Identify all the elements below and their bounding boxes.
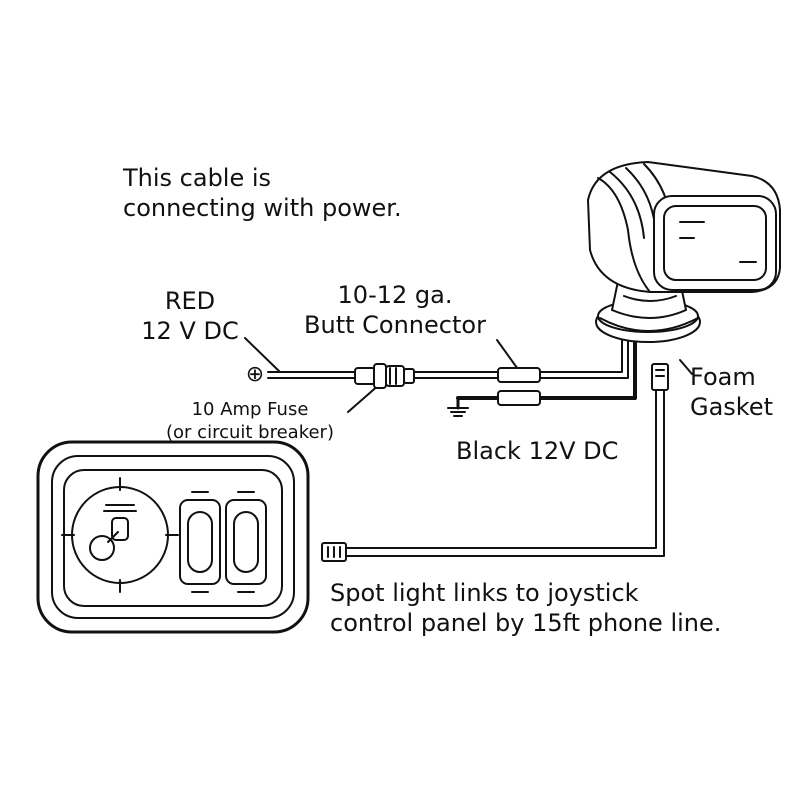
butt-connector-label-line-1: 10-12 ga. [337,281,453,309]
butt-connector-red [497,367,541,383]
fuse-label: 10 Amp Fuse (or circuit breaker) [140,398,360,445]
cable-note-line-2: connecting with power. [123,194,402,222]
rj-plug-spotlight [651,363,669,391]
positive-terminal-icon: ⊕ [245,362,265,387]
foam-gasket-label-line-1: Foam [690,363,756,391]
red-wire-label: RED 12 V DC [130,286,250,346]
phone-line-label-line-1: Spot light links to joystick [330,579,639,607]
foam-gasket-label: Foam Gasket [690,362,773,422]
phone-line-label-line-2: control panel by 15ft phone line. [330,609,722,637]
red-label-leader [244,337,281,373]
cable-note-label: This cable is connecting with power. [123,163,402,223]
spotlight-icon [587,161,781,343]
butt-connector-label: 10-12 ga. Butt Connector [290,280,500,340]
gasket-leader [679,359,693,375]
ground-symbol [447,396,469,417]
red-wire-label-line-2: 12 V DC [141,317,239,345]
butt-connector-leader [496,339,521,373]
black-wire-label: Black 12V DC [456,437,619,465]
phone-line-label: Spot light links to joystick control pan… [330,578,721,638]
butt-connector-label-line-2: Butt Connector [304,311,486,339]
rj-plug-panel [321,542,347,562]
phone-line-cable [344,389,665,557]
foam-gasket-label-line-2: Gasket [690,393,774,421]
red-wire-label-line-1: RED [164,287,216,315]
cable-note-line-1: This cable is [123,164,272,192]
fuse-label-line-2: (or circuit breaker) [166,422,334,444]
fuse-label-line-1: 10 Amp Fuse [191,399,309,420]
black-wire [456,333,637,406]
fuse-leader [347,383,381,413]
control-panel-icon [36,440,310,634]
inline-fuse-holder [354,363,415,389]
